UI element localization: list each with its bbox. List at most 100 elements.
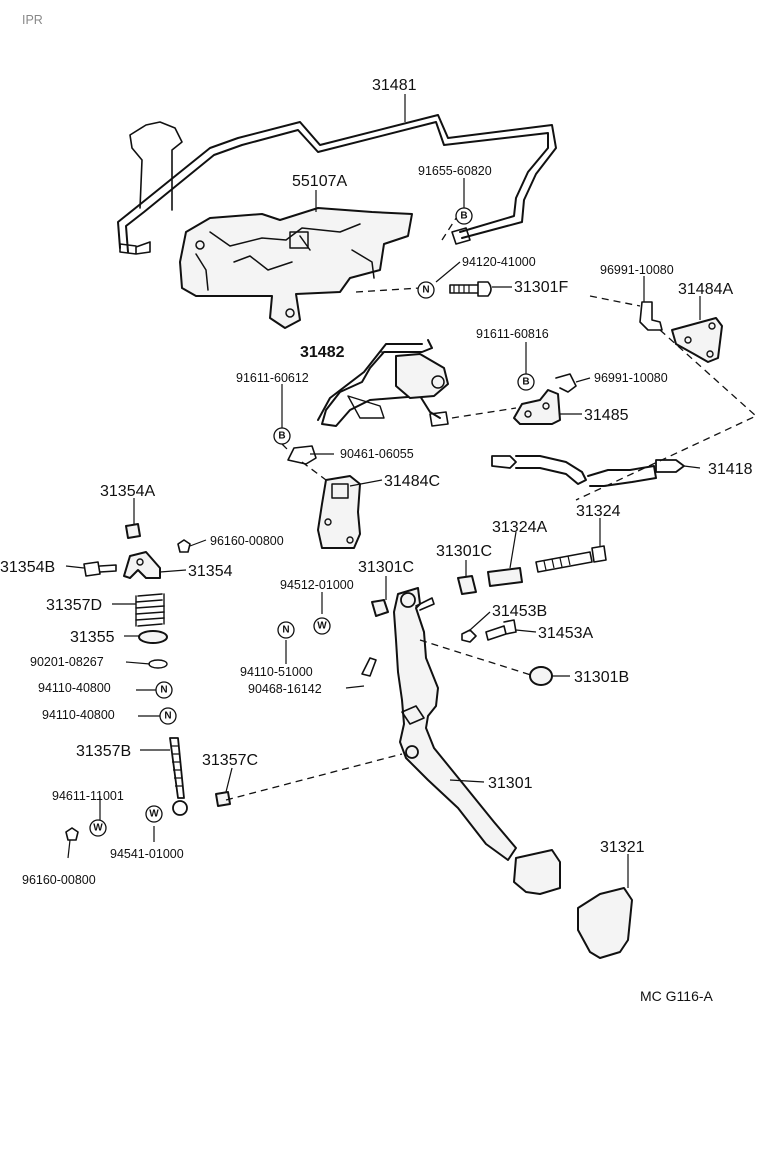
symbol-w-94512-01000: W	[313, 617, 331, 635]
svg-text:N: N	[160, 685, 167, 696]
label-31453B: 31453B	[492, 603, 547, 620]
symbol-b-91611-60612: B	[273, 427, 291, 445]
label-31357B: 31357B	[76, 743, 131, 760]
bolt-31301F	[449, 281, 492, 297]
clutch-pedal-31301	[393, 587, 517, 861]
clip-96991-10080-top	[639, 301, 663, 331]
pedal-pad	[513, 849, 561, 895]
leader-lines	[65, 94, 701, 888]
label-96991-10080-mid: 96991-10080	[594, 371, 668, 385]
svg-text:W: W	[149, 809, 159, 820]
symbol-w-94611-11001: W	[89, 819, 107, 837]
master-cylinder-tube-31482	[317, 339, 441, 427]
label-94611-11001: 94611-11001	[52, 789, 124, 803]
symbol-b-91655-60820: B	[455, 207, 473, 225]
svg-text:B: B	[522, 377, 529, 388]
label-31321: 31321	[600, 839, 645, 856]
guide-lines	[225, 211, 758, 801]
label-31482: 31482	[300, 344, 345, 361]
label-91611-60816: 91611-60816	[476, 327, 549, 341]
label-94110-40800-a: 94110-40800	[38, 681, 111, 695]
label-31301C-left: 31301C	[358, 559, 414, 576]
label-31301: 31301	[488, 775, 533, 792]
bolt-31453A	[485, 619, 517, 641]
label-94120-41000: 94120-41000	[462, 255, 536, 269]
svg-text:W: W	[317, 621, 327, 632]
clip-96991-10080-mid	[555, 373, 577, 393]
label-31453A: 31453A	[538, 625, 593, 642]
pedal-bracket-55107A	[179, 207, 413, 329]
bracket-31484C	[317, 475, 361, 549]
bracket-31484A	[671, 317, 723, 363]
symbol-b-91611-60816: B	[517, 373, 535, 391]
label-31354B: 31354B	[0, 559, 55, 576]
label-31484A: 31484A	[678, 281, 733, 298]
bushing-31301C-right	[457, 575, 477, 595]
bushing-31301C-left	[371, 599, 389, 617]
label-94110-40800-b: 94110-40800	[42, 708, 115, 722]
label-31324: 31324	[576, 503, 621, 520]
label-31324A: 31324A	[492, 519, 547, 536]
retainer-31355	[138, 630, 168, 644]
svg-text:W: W	[93, 823, 103, 834]
label-90201-08267: 90201-08267	[30, 655, 104, 669]
label-31301B: 31301B	[574, 669, 629, 686]
symbol-n-94120-41000: N	[417, 281, 435, 299]
label-90461-06055: 90461-06055	[340, 447, 414, 461]
label-96991-10080-top: 96991-10080	[600, 263, 674, 277]
collar-31324A	[487, 567, 523, 587]
label-55107A: 55107A	[292, 173, 347, 190]
label-31354: 31354	[188, 563, 233, 580]
label-31484C: 31484C	[384, 473, 440, 490]
svg-text:N: N	[164, 711, 171, 722]
symbol-w-94541-01000: W	[145, 805, 163, 823]
label-91655-60820: 91655-60820	[418, 164, 492, 178]
label-94512-01000: 94512-01000	[280, 578, 354, 592]
label-31354A: 31354A	[100, 483, 155, 500]
symbol-n-94110-40800-b: N	[159, 707, 177, 725]
stopper-31301B	[529, 666, 553, 686]
clip-96160-00800-bottom	[65, 827, 79, 841]
clip-90468-16142	[361, 657, 377, 677]
label-94541-01000: 94541-01000	[110, 847, 184, 861]
label-91611-60612: 91611-60612	[236, 371, 309, 385]
bolt-left	[119, 241, 151, 255]
symbol-n-94110-51000: N	[277, 621, 295, 639]
spring-31357D	[135, 593, 165, 627]
flexible-hose-31418	[491, 455, 685, 487]
bolt-31354B	[83, 561, 117, 577]
svg-text:N: N	[282, 625, 289, 636]
clip-90461-06055	[287, 445, 317, 465]
label-96160-00800-bottom: 96160-00800	[22, 873, 96, 887]
bolt-31324	[535, 545, 607, 573]
master-cylinder-tube-31481	[117, 114, 557, 253]
label-31418: 31418	[708, 461, 753, 478]
washer-90201-08267	[148, 659, 168, 669]
label-31301F: 31301F	[514, 279, 568, 296]
label-31357C: 31357C	[202, 752, 258, 769]
nut-31453B	[461, 629, 477, 643]
svg-text:N: N	[422, 285, 429, 296]
label-31355: 31355	[70, 629, 115, 646]
figure-code: MC G116-A	[640, 988, 714, 1004]
master-cylinder-body	[347, 353, 449, 419]
label-90468-16142: 90468-16142	[248, 682, 322, 696]
part-labels: 31481 55107A 91655-60820 94120-41000 313…	[0, 77, 753, 887]
bracket-31354	[123, 551, 161, 579]
fitting-91611-60816	[429, 411, 449, 427]
label-94110-51000: 94110-51000	[240, 665, 313, 679]
header-fragment: IPR	[22, 13, 43, 27]
pedal-pad-cover-31321	[577, 887, 633, 959]
svg-text:B: B	[460, 211, 467, 222]
svg-text:B: B	[278, 431, 285, 442]
label-31485: 31485	[584, 407, 629, 424]
rod-31357B	[169, 737, 188, 816]
cushion-31354A	[125, 523, 141, 539]
symbol-n-94110-40800-a: N	[155, 681, 173, 699]
bracket-31485	[513, 389, 561, 425]
reservoir-outline	[129, 121, 183, 211]
union-fitting-right	[451, 227, 471, 245]
label-31301C-right: 31301C	[436, 543, 492, 560]
clip-96160-00800-top	[177, 539, 191, 553]
